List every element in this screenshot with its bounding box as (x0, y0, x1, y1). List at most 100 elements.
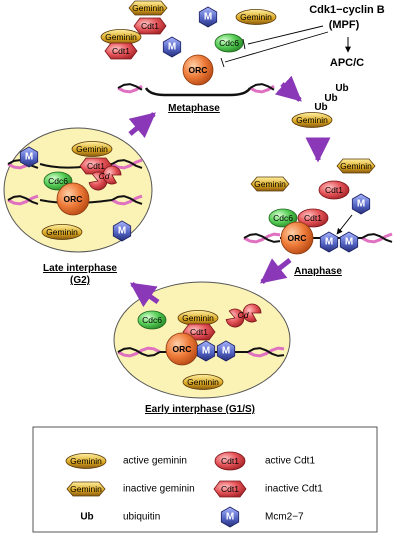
cdt1-label: Cdt1 (221, 484, 239, 494)
orc-icon: ORC (165, 332, 199, 366)
cdt1-icon: Cdt1 (297, 208, 329, 228)
geminin-label: Geminin (187, 377, 219, 387)
early-interphase-label: Early interphase (G1/S) (145, 404, 255, 415)
metaphase-dna-loop (144, 87, 252, 97)
geminin-icon: Geminin (291, 112, 333, 128)
geminin-label: Geminin (254, 179, 286, 189)
mcm-icon: M (216, 340, 236, 362)
geminin-label: Geminin (70, 484, 102, 494)
orc-label: ORC (288, 233, 307, 243)
mcm-icon: M (351, 193, 371, 215)
cdt1-label: Cdt1 (141, 21, 159, 31)
cdt1-fragment-text: Cd (99, 171, 110, 181)
geminin-label: Geminin (240, 12, 272, 22)
mcm-icon: M (196, 340, 216, 362)
mcm-label: M (202, 346, 210, 357)
mcm-icon: M (339, 231, 359, 253)
cdt1-label: Cdt1 (112, 46, 130, 56)
cdt1-label: Cdt1 (87, 161, 105, 171)
inactive-geminin-icon: Geminin (250, 176, 290, 192)
geminin-icon: Geminin (182, 374, 224, 390)
cdk1-cyclin-b-label: Cdk1−cyclin B (309, 4, 385, 16)
geminin-label: Geminin (70, 456, 102, 466)
mcm-label: M (25, 152, 33, 163)
metaphase-label: Metaphase (168, 103, 220, 114)
cdt1-label: Cdt1 (221, 456, 239, 466)
legend-ub-symbol: Ub (80, 512, 93, 523)
mcm-icon: M (319, 231, 339, 253)
cdt1-label: Cdt1 (190, 327, 208, 337)
inactive-cdt1-icon: Cdt1 (133, 17, 167, 35)
cdt1-icon: Cdt1 (214, 451, 246, 471)
geminin-label: Geminin (46, 227, 78, 237)
dna-strand (117, 346, 161, 358)
cdc6-label: Cdc6 (142, 315, 162, 325)
inactive-cdt1-fragment-icon (242, 303, 262, 323)
dna-strand (249, 83, 275, 94)
legend-inactive-geminin: inactive geminin (123, 484, 195, 495)
cycle-arrows (128, 75, 331, 308)
mcm-icon: M (112, 220, 132, 242)
late-interphase-g2-label: (G2) (70, 275, 90, 286)
cdc6-label: Cdc6 (273, 213, 293, 223)
anaphase-label: Anaphase (294, 266, 342, 277)
legend-inactive-cdt1: inactive Cdt1 (265, 484, 323, 495)
cdc6-icon: Cdc6 (137, 310, 167, 330)
dna-strand (247, 346, 285, 358)
inactive-cdt1-fragment-icon (102, 165, 122, 185)
dna-strand (111, 194, 143, 206)
ubiquitin-label-3: Ub (314, 102, 327, 113)
cdt1-label: Cdt1 (304, 213, 322, 223)
orc-icon: ORC (56, 182, 90, 216)
mcm-label: M (222, 346, 230, 357)
cdc6-icon: Cdc6 (214, 33, 244, 53)
mpf-label: (MPF) (329, 19, 360, 31)
geminin-label: Geminin (76, 144, 108, 154)
geminin-icon: Geminin (41, 224, 83, 240)
inactive-cdt1-icon: Cdt1 (104, 42, 138, 60)
ubiquitin-label-1: Ub (335, 83, 348, 94)
orc-label: ORC (189, 65, 208, 75)
geminin-label: Geminin (340, 161, 372, 171)
inactive-cdt1-icon: Cdt1 (213, 480, 247, 498)
geminin-icon: Geminin (65, 453, 107, 469)
cdt1-icon: Cdt1 (318, 180, 350, 200)
geminin-label: Geminin (132, 3, 164, 13)
mcm-icon: M (198, 6, 218, 28)
apcc-label: APC/C (330, 57, 364, 69)
mcm-icon: M (162, 36, 182, 58)
orc-label: ORC (64, 194, 83, 204)
dna-strand (117, 83, 143, 94)
mcm-label: M (345, 237, 353, 248)
cdc6-icon: Cdc6 (268, 208, 298, 228)
cdt1-label: Cdt1 (325, 185, 343, 195)
dna-strand (243, 232, 281, 244)
inactive-cdt1-fragment-icon (88, 171, 108, 191)
mcm-label: M (204, 12, 212, 23)
geminin-icon: Geminin (100, 29, 142, 45)
orc-label: ORC (173, 344, 192, 354)
legend-active-cdt1: active Cdt1 (265, 456, 315, 467)
mcm-loading-arrow (336, 214, 353, 235)
orc-icon: ORC (182, 54, 214, 86)
dna-strand (111, 158, 143, 170)
cdc6-label: Cdc6 (219, 38, 239, 48)
cdt1-fragment-text: Cd (238, 310, 249, 320)
geminin-label: Geminin (296, 115, 328, 125)
mcm-label: M (357, 199, 365, 210)
orc-icon: ORC (280, 221, 314, 255)
legend-box (32, 426, 378, 533)
mcm-label: M (168, 42, 176, 53)
inactive-geminin-icon: Geminin (66, 481, 106, 497)
ubiquitin-label-2: Ub (324, 93, 337, 104)
mcm-label: M (325, 237, 333, 248)
dna-strand (361, 232, 393, 244)
inactive-geminin-icon: Geminin (128, 0, 168, 16)
mcm-label: M (118, 226, 126, 237)
legend-active-geminin: active geminin (123, 456, 187, 467)
legend-ubiquitin: ubiquitin (123, 512, 160, 523)
mcm-label: M (226, 512, 234, 523)
mcm-icon: M (220, 506, 240, 528)
